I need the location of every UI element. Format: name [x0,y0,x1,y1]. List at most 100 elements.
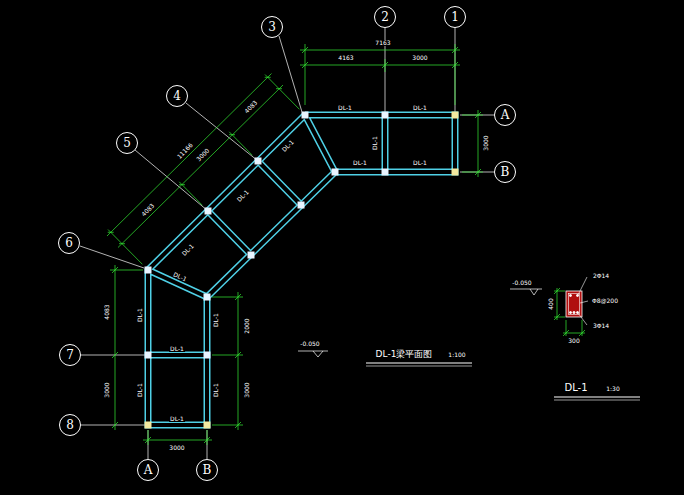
column [204,294,211,301]
rebar [570,312,572,314]
axis-number: 8 [66,419,74,431]
beams [148,115,455,425]
drawing-annotation: 4083 [104,303,110,320]
drawing-annotation: DL-1 [169,416,185,422]
column [332,169,339,176]
column [204,352,211,359]
leader-line [578,277,588,325]
dimension-line [554,288,585,336]
drawing-annotation: DL-1 [137,382,143,398]
drawing-annotation: DL-1 [213,312,219,328]
title-underline [366,366,472,367]
dimension-ticks [554,288,585,336]
drawing-annotation: 7163 [374,40,391,46]
drawing-annotation: 4163 [337,55,354,61]
drawing-annotation: 4083 [140,202,156,218]
drawing-annotation: 4083 [243,99,259,115]
column [145,422,152,429]
grid-axis-bubble: 8 [59,414,81,436]
axis-number: B [203,464,212,476]
dimension-line [462,110,483,177]
axis-number: A [501,109,510,121]
grid-axis-bubble: 2 [374,6,396,28]
axis-number: 7 [66,349,74,361]
drawing-annotation: 3000 [411,55,428,61]
column [145,352,152,359]
axis-number: 4 [173,90,181,102]
grid-axis-bubble: B [494,161,516,183]
column [452,169,459,176]
dimension-ticks [235,294,241,428]
dimension-ticks [475,112,481,175]
drawing-annotation: DL-1 [412,160,428,166]
dimension-ticks [112,267,118,428]
grid-axis-bubble: 3 [261,16,283,38]
rebar [570,295,572,297]
grid-lines [80,28,494,459]
axis-number: 3 [268,21,276,33]
grid-axis-bubble: B [196,459,218,481]
elevation-symbol [298,351,328,357]
dimension-line [110,265,143,430]
column [145,267,152,274]
dimension-ticks [145,437,210,443]
drawing-title: DL-1 [563,383,588,393]
drawing-annotation: DL-1 [412,105,428,111]
grid-line [80,246,144,268]
title-underline [554,400,640,401]
drawing-annotation: 3000 [104,381,110,398]
column [302,112,309,119]
beam-section [566,291,582,317]
beam-core [148,115,455,425]
drawing-annotation: 300 [567,338,580,344]
grid-axis-bubble: 1 [444,6,466,28]
beam-outline [148,115,455,425]
drawing-annotation: DL-1 [337,105,353,111]
drawing-annotation: DL-1 [372,135,378,151]
axis-number: 2 [381,11,389,23]
title-underline [366,362,472,363]
drawing-annotation: 3000 [168,445,185,451]
grid-axis-bubble: 4 [166,85,188,107]
title-underline [554,396,640,397]
drawing-annotation: DL-1 [235,188,250,203]
drawing-annotation: 1:30 [605,386,620,392]
drawing-annotation: 1:100 [447,352,466,358]
drawing-annotation: -0.050 [511,280,532,286]
column [382,169,389,176]
dimension-line [300,44,460,105]
axis-number: B [501,166,510,178]
grid-axis-bubble: 6 [58,232,80,254]
rebar [573,312,575,314]
dimension-lines [107,44,483,445]
column [298,202,305,209]
drawing-annotation: 2Φ14 [592,273,610,279]
column [255,158,262,165]
column [205,208,212,215]
drawing-annotation: 2000 [244,317,250,334]
axis-number: 5 [123,137,131,149]
drawing-annotation: DL-1 [169,346,185,352]
drawing-annotation: 3000 [195,147,211,163]
grid-axis-bubble: 5 [116,132,138,154]
axis-number: 1 [451,11,459,23]
column [204,422,211,429]
drawing-annotation: -0.050 [299,341,320,347]
column [452,112,459,119]
axis-number: A [144,464,153,476]
dimension-line [143,430,212,445]
grid-axis-bubble: A [137,459,159,481]
dimension-ticks [302,47,458,68]
drawing-annotation: DL-1 [137,307,143,323]
drawing-annotation: 400 [548,297,554,310]
elevation-symbol [510,289,542,295]
drawing-annotation: 3Φ14 [592,323,610,329]
drawing-annotation: DL-1 [213,382,219,398]
stirrup [569,294,580,315]
grid-axis-bubble: 7 [59,344,81,366]
drawing-title: DL-1梁平面图 [375,350,434,359]
dimension-ticks [108,77,282,243]
columns [145,112,459,429]
